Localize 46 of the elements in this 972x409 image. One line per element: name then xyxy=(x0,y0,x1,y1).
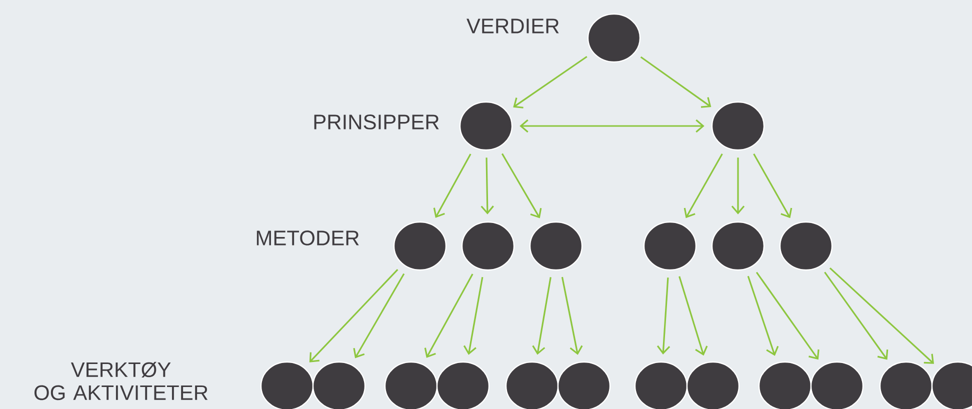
circle xyxy=(587,13,641,63)
circle xyxy=(461,221,515,271)
level-label: VERDIER xyxy=(466,18,559,34)
arrow xyxy=(824,272,888,360)
circle xyxy=(711,221,765,271)
level-label: PRINSIPPER xyxy=(314,114,439,130)
arrow xyxy=(753,153,792,218)
circle xyxy=(557,361,611,409)
arrow xyxy=(656,277,670,354)
circle xyxy=(931,361,972,409)
circle xyxy=(634,361,688,409)
circle xyxy=(505,361,559,409)
arrow xyxy=(532,277,552,355)
circle xyxy=(384,361,438,409)
circle xyxy=(879,361,933,409)
level-label: METODER xyxy=(256,230,359,246)
arrow xyxy=(829,268,934,364)
arrow xyxy=(463,277,484,355)
circle xyxy=(643,221,697,271)
arrow xyxy=(747,276,779,356)
circle xyxy=(393,221,447,271)
arrow xyxy=(520,119,704,133)
arrow xyxy=(513,56,588,108)
arrow xyxy=(480,158,494,214)
circle xyxy=(810,361,864,409)
arrow xyxy=(433,154,472,218)
circle xyxy=(758,361,812,409)
circle xyxy=(686,361,740,409)
circle xyxy=(779,221,833,271)
arrow xyxy=(678,276,708,356)
arrow xyxy=(353,273,405,358)
circle xyxy=(260,361,314,409)
arrow xyxy=(640,56,712,108)
level-label: VERKTØY OG AKTIVITETER xyxy=(34,362,208,400)
circle xyxy=(459,101,513,151)
circle xyxy=(711,101,765,151)
arrow xyxy=(424,274,474,358)
circle xyxy=(529,221,583,271)
arrow xyxy=(756,272,820,360)
arrow xyxy=(561,276,583,355)
circle xyxy=(312,361,366,409)
arrow xyxy=(501,153,542,218)
arrow xyxy=(684,153,723,218)
circle xyxy=(436,361,490,409)
arrow xyxy=(731,158,745,214)
arrow xyxy=(309,268,398,362)
